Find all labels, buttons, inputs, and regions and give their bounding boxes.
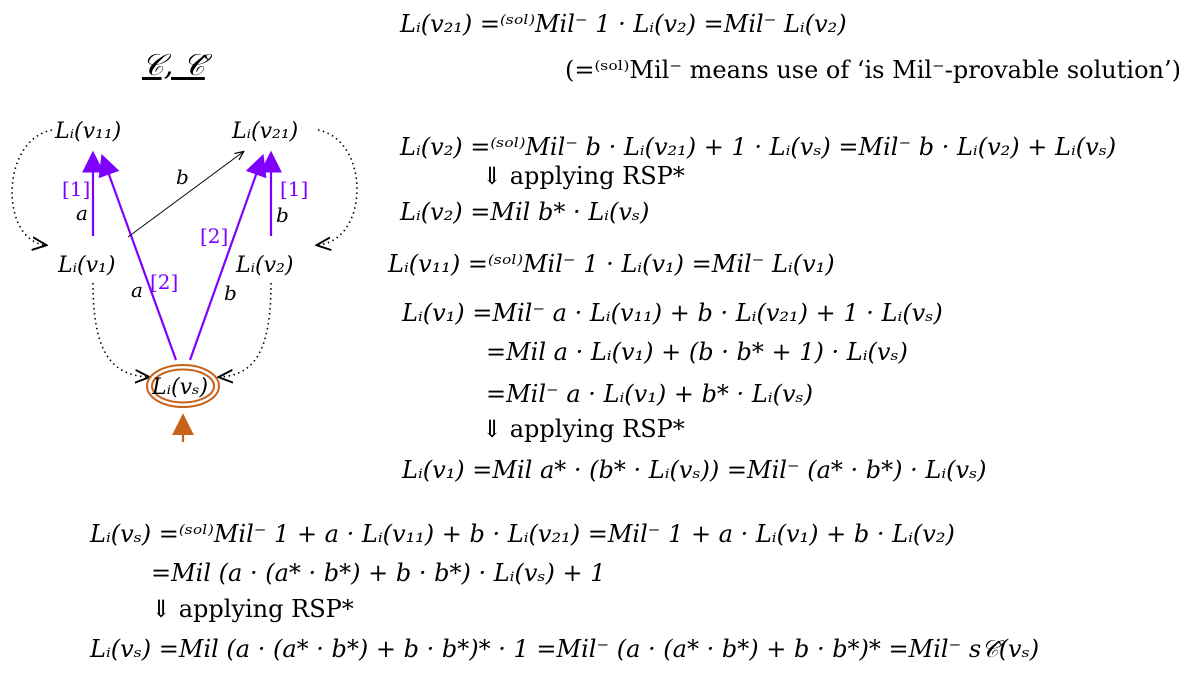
start-node-ring-outer	[146, 364, 220, 408]
edge-tag-2-right: [2]	[150, 270, 178, 294]
node-vs: Lᵢ(vₛ)	[151, 375, 208, 400]
node-v11: Lᵢ(v₁₁)	[54, 119, 121, 144]
dotted-v2-vs	[220, 282, 272, 377]
edge-label-b-right: b	[276, 203, 289, 227]
edge-tag-1-right: [1]	[280, 177, 308, 201]
chart-graph: Lᵢ(v₁₁) Lᵢ(v₂₁) Lᵢ(v₁) Lᵢ(v₂) Lᵢ(vₛ) a b…	[11, 119, 358, 442]
dotted-v1-vs	[92, 282, 148, 377]
edge-v1-v21	[127, 152, 243, 238]
start-node-ring-inner	[151, 368, 215, 404]
eq-line-1: Lᵢ(v₂₁) =⁽ˢᵒˡ⁾Mil⁻ 1 · Lᵢ(v₂) =Mil⁻ Lᵢ(v…	[400, 10, 847, 38]
dotted-v11-v1	[11, 129, 53, 245]
node-v2: Lᵢ(v₂)	[235, 253, 293, 278]
edge-vs-v21	[188, 153, 267, 361]
eq-note-1: (=⁽ˢᵒˡ⁾Mil⁻ means use of ‘is Mil⁻-provab…	[565, 56, 1179, 84]
eq-line-10: =Mil (a · (a* · b*) + b · b*) · Lᵢ(vₛ) +…	[151, 559, 606, 587]
edge-tag-1-left: [1]	[62, 177, 90, 201]
rsp-step-2: ⇓ applying RSP*	[482, 415, 685, 443]
dotted-v21-v2	[318, 129, 358, 245]
figure-title: 𝒞, 𝒞̂	[142, 48, 205, 83]
node-v1: Lᵢ(v₁)	[57, 253, 115, 278]
eq-line-2: Lᵢ(v₂) =⁽ˢᵒˡ⁾Mil⁻ b · Lᵢ(v₂₁) + 1 · Lᵢ(v…	[400, 133, 1117, 161]
eq-line-9: Lᵢ(vₛ) =⁽ˢᵒˡ⁾Mil⁻ 1 + a · Lᵢ(v₁₁) + b · …	[90, 520, 955, 548]
edge-vs-v11	[98, 153, 178, 361]
rsp-step-3: ⇓ applying RSP*	[151, 595, 354, 623]
eq-line-4: Lᵢ(v₁₁) =⁽ˢᵒˡ⁾Mil⁻ 1 · Lᵢ(v₁) =Mil⁻ Lᵢ(v…	[388, 250, 835, 278]
edge-tag-2-left: [2]	[200, 224, 228, 248]
edge-label-a-bottom: a	[131, 278, 143, 302]
eq-line-5: Lᵢ(v₁) =Mil⁻ a · Lᵢ(v₁₁) + b · Lᵢ(v₂₁) +…	[402, 299, 943, 327]
node-v21: Lᵢ(v₂₁)	[231, 119, 298, 144]
eq-line-8: Lᵢ(v₁) =Mil a* · (b* · Lᵢ(vₛ)) =Mil⁻ (a*…	[402, 456, 987, 484]
edge-label-a-left: a	[76, 201, 88, 225]
eq-line-11: Lᵢ(vₛ) =Mil (a · (a* · b*) + b · b*)* · …	[90, 635, 1040, 663]
edge-label-b-cross: b	[176, 165, 189, 189]
edge-label-b-bottom: b	[224, 281, 237, 305]
eq-line-3: Lᵢ(v₂) =Mil b* · Lᵢ(vₛ)	[400, 198, 650, 226]
rsp-step-1: ⇓ applying RSP*	[482, 162, 685, 190]
eq-line-7: =Mil⁻ a · Lᵢ(v₁) + b* · Lᵢ(vₛ)	[486, 380, 813, 408]
eq-line-6: =Mil a · Lᵢ(v₁) + (b · b* + 1) · Lᵢ(vₛ)	[486, 338, 908, 366]
